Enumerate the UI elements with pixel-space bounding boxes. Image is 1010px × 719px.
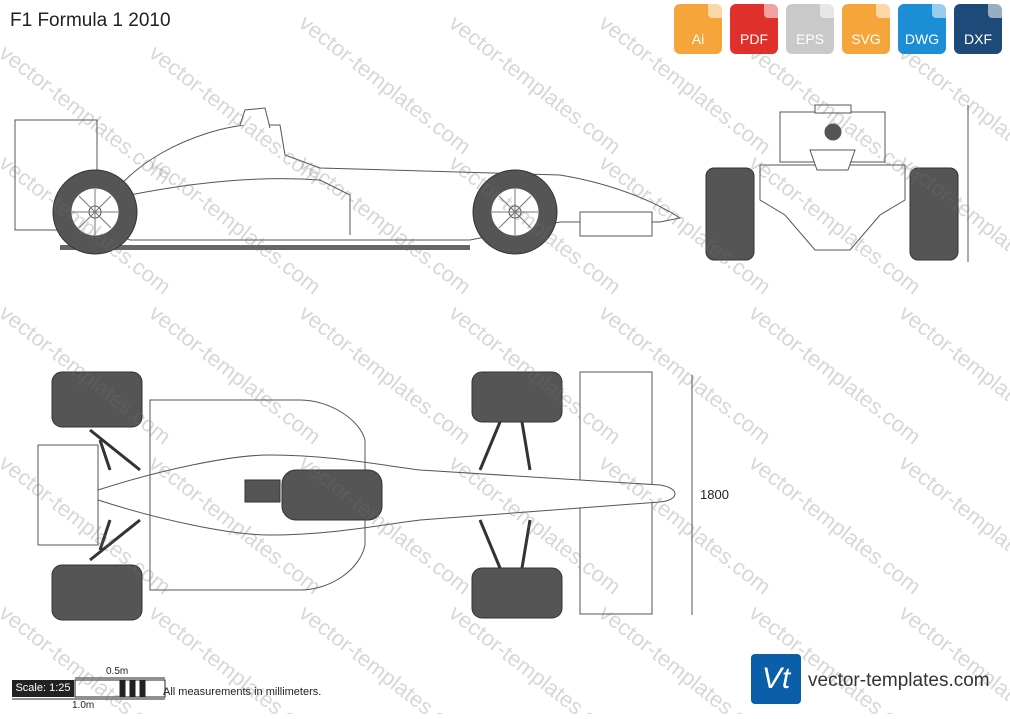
front-right-tire-top xyxy=(471,567,563,619)
right-tire-front xyxy=(909,167,959,261)
eps-file-icon[interactable]: EPS xyxy=(786,4,834,54)
cockpit-top xyxy=(281,469,383,521)
site-name[interactable]: vector-templates.com xyxy=(808,670,990,691)
chassis-top xyxy=(97,454,676,536)
rear-left-tire-top xyxy=(51,371,143,428)
format-label: PDF xyxy=(740,31,768,47)
floor-plank xyxy=(60,245,470,250)
width-dimension: 1800 xyxy=(700,487,729,502)
front-left-tire-top xyxy=(471,371,563,423)
dwg-file-icon[interactable]: DWG xyxy=(898,4,946,54)
scale-half-label: 0.5m xyxy=(106,666,129,677)
airbox xyxy=(239,107,271,129)
ai-file-icon[interactable]: Ai xyxy=(674,4,722,54)
measurement-note: All measurements in millimeters. xyxy=(163,686,322,698)
format-label: Ai xyxy=(691,31,705,47)
page-title: F1 Formula 1 2010 xyxy=(10,10,171,31)
format-label: DWG xyxy=(904,31,940,47)
scale-full-label: 1.0m xyxy=(72,700,95,711)
format-label: DXF xyxy=(964,31,992,47)
pdf-file-icon[interactable]: PDF xyxy=(730,4,778,54)
rear-wing-top xyxy=(37,444,99,546)
side-view xyxy=(14,107,682,255)
format-label: SVG xyxy=(851,31,881,47)
sidepod-line xyxy=(129,178,351,235)
vt-logo-icon[interactable]: Vt xyxy=(751,654,801,704)
format-downloads: Ai PDF EPS SVG DWG DXF xyxy=(674,4,1002,54)
top-view xyxy=(37,371,693,621)
scale-label: Scale: 1:25 xyxy=(12,680,74,697)
scale-bar xyxy=(12,677,166,700)
front-wing-side xyxy=(579,211,653,237)
front-view xyxy=(705,104,969,262)
dxf-file-icon[interactable]: DXF xyxy=(954,4,1002,54)
front-body xyxy=(759,164,906,251)
svg-file-icon[interactable]: SVG xyxy=(842,4,890,54)
format-label: EPS xyxy=(795,31,824,47)
left-tire-front xyxy=(705,167,755,261)
rear-right-tire-top xyxy=(51,564,143,621)
